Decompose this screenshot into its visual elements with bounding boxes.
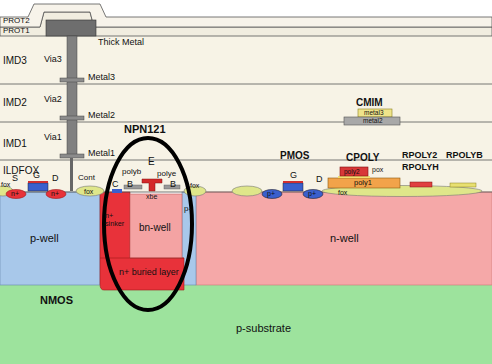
diffusion-label: n+: [11, 190, 19, 198]
via-label: Via2: [44, 95, 62, 105]
terminal-label: E: [148, 156, 155, 167]
dielectric-layer: IMD3: [0, 36, 492, 84]
well-region: p-well: [0, 192, 100, 285]
region-label: n-well: [330, 232, 359, 244]
device-name: RPOLYH: [402, 163, 439, 173]
terminal-label: C: [112, 180, 119, 190]
substrate-region: p-substrate: [0, 285, 492, 364]
poly-label: polye: [157, 170, 176, 179]
device-name: RPOLYB: [446, 151, 483, 161]
region-label: IMD2: [3, 97, 27, 108]
terminal-label: G: [290, 171, 297, 181]
oxide-label: fox: [84, 188, 93, 196]
device-name: NMOS: [40, 294, 73, 306]
region-label: PROT1: [3, 27, 30, 36]
region-label: p-substrate: [236, 322, 291, 334]
diffusion-label: n+: [51, 190, 59, 198]
terminal-label: S: [12, 174, 18, 184]
poly-layer: poly2: [340, 167, 368, 176]
region-label: metal3: [364, 109, 384, 116]
well-region: p-: [182, 192, 196, 285]
buried-layer: n+ buried layer: [100, 258, 184, 290]
region-label: metal2: [363, 117, 383, 124]
poly-layer: poly1: [328, 178, 400, 188]
terminal-label: G: [33, 171, 40, 181]
dielectric-layer: IMD2: [0, 84, 492, 122]
device-name: RPOLY2: [402, 151, 437, 161]
well-region: n-well: [196, 192, 492, 285]
junction-label: xbe: [146, 193, 157, 201]
via-label: Via1: [44, 133, 62, 143]
well-region: bn-well: [130, 194, 182, 258]
oxide-label: pox: [372, 166, 383, 174]
metal-label: Metal2: [88, 111, 115, 121]
device-name: NPN121: [124, 123, 166, 135]
via-label: Via3: [44, 55, 62, 65]
passivation-layer: PROT2: [0, 17, 492, 27]
poly-label: polyb: [122, 168, 141, 177]
device-name: CPOLY: [346, 152, 380, 163]
capacitor-plate: metal2: [344, 117, 400, 125]
terminal-label: D: [52, 174, 59, 184]
region-label: IMD1: [3, 138, 27, 149]
capacitor-plate: metal3: [358, 109, 392, 117]
device-name: CMIM: [356, 97, 383, 108]
oxide-label: fox: [190, 182, 199, 190]
region-label: p-well: [30, 232, 59, 244]
metal-label: Metal3: [88, 73, 115, 83]
terminal-label: D: [316, 175, 323, 185]
region-label: poly1: [354, 179, 372, 187]
region-label: PROT2: [3, 17, 30, 26]
passivation-layer: PROT1: [0, 27, 492, 36]
device-name: PMOS: [280, 150, 309, 161]
terminal-label: B: [170, 180, 176, 190]
diffusion-label: p+: [267, 190, 275, 198]
diffusion-label: p+: [308, 190, 316, 198]
region-label: poly2: [344, 168, 360, 175]
contact-label: Cont: [78, 174, 95, 183]
metal-label: Metal1: [88, 149, 115, 159]
region-label: n+ sinker: [105, 212, 129, 228]
oxide-label: fox: [1, 181, 10, 189]
metal-label: Thick Metal: [98, 38, 144, 48]
region-label: IMD3: [3, 55, 27, 66]
region-label: p-: [184, 205, 191, 214]
region-label: bn-well: [139, 222, 171, 233]
terminal-label: B: [127, 180, 133, 190]
oxide-label: fox: [338, 189, 347, 197]
region-label: n+ buried layer: [119, 268, 179, 278]
